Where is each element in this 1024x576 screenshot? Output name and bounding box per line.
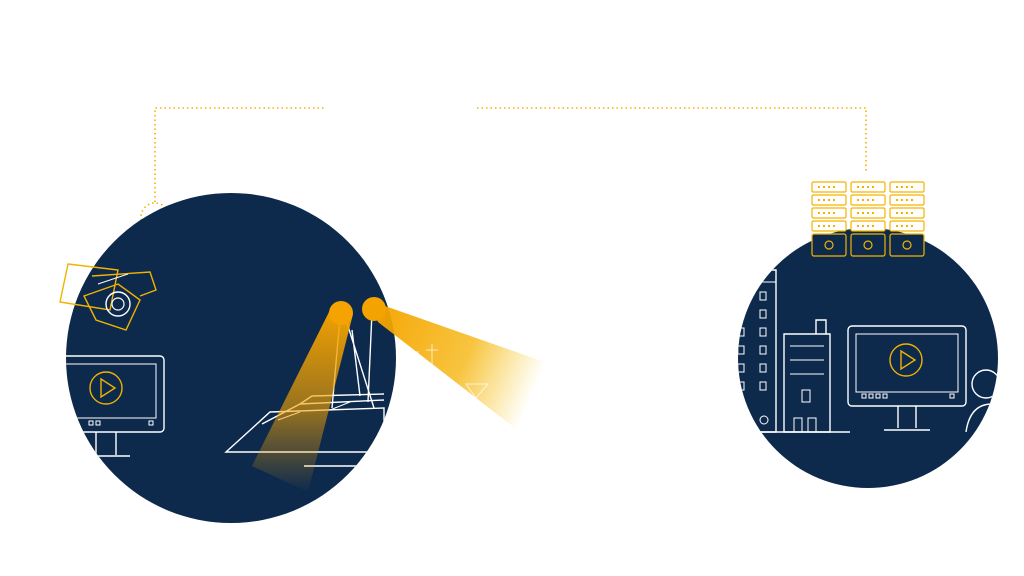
server-led [833,186,835,188]
server-disk [902,240,912,250]
server-base [889,233,925,257]
server-led [823,199,825,201]
server-led [823,212,825,214]
server-led [862,225,864,227]
server-led [833,225,835,227]
server-led [818,225,820,227]
server-led [872,199,874,201]
server-led [872,186,874,188]
server-led [901,225,903,227]
server-led [828,186,830,188]
server-led [901,199,903,201]
spotlight-head-right [362,297,386,321]
server-led [867,212,869,214]
server-rack-icon [811,181,925,257]
server-led [818,212,820,214]
server-led [911,212,913,214]
server-led [818,199,820,201]
server-led [862,199,864,201]
server-led [828,199,830,201]
server-led [906,225,908,227]
server-led [857,212,859,214]
spotlight-head-left [329,301,353,325]
server-led [818,186,820,188]
server-led [872,212,874,214]
server-led [896,212,898,214]
server-led [857,199,859,201]
server-led [823,186,825,188]
server-led [896,225,898,227]
server-led [867,225,869,227]
server-led [906,199,908,201]
server-led [872,225,874,227]
server-led [833,199,835,201]
server-led [867,199,869,201]
right-scene-circle [738,228,998,488]
server-disk [863,240,873,250]
server-led [911,225,913,227]
server-led [867,186,869,188]
server-base [850,233,886,257]
server-disk [824,240,834,250]
server-led [833,212,835,214]
server-led [828,212,830,214]
server-led [828,225,830,227]
server-led [896,199,898,201]
server-led [901,212,903,214]
spotlight-beam-left [252,306,352,492]
left-scene-circle [66,193,396,523]
server-led [896,186,898,188]
server-led [862,212,864,214]
server-base [811,233,847,257]
partial-figure [965,369,998,433]
server-led [857,186,859,188]
spotlight-beam-right [368,300,556,432]
server-led [862,186,864,188]
floating-debris [407,344,490,399]
server-led [906,186,908,188]
server-led [857,225,859,227]
server-led [911,199,913,201]
server-led [823,225,825,227]
server-led [901,186,903,188]
security-camera-icon [59,263,157,331]
server-led [906,212,908,214]
monitor-play-icon [847,325,967,431]
building-icon-small [759,319,850,433]
server-led [911,186,913,188]
